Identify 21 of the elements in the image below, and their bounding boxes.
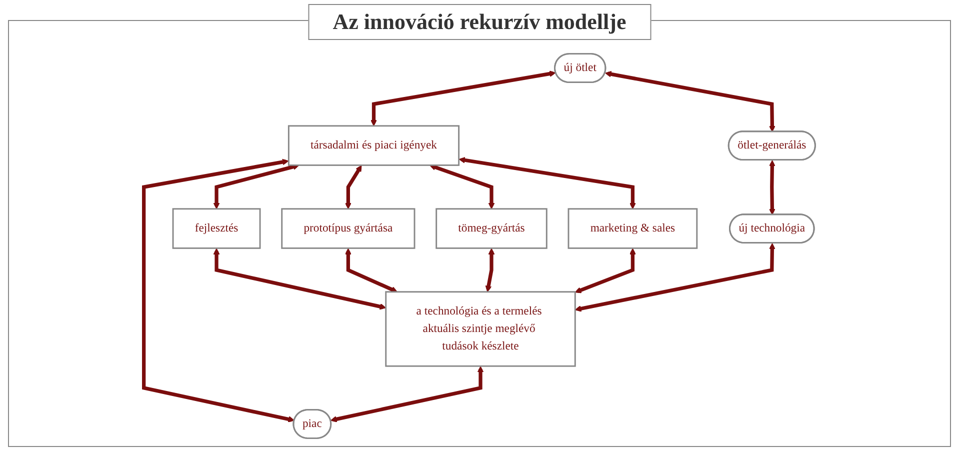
arrow xyxy=(213,248,386,310)
arrow xyxy=(430,164,495,210)
node-box: társadalmi és piaci igények xyxy=(288,125,460,166)
arrow xyxy=(213,164,300,210)
node-box: a technológia és a termelés aktuális szintje meglévő tudások készlete xyxy=(385,291,576,367)
arrow xyxy=(574,243,776,312)
arrow xyxy=(370,70,556,126)
node-box: prototípus gyártása xyxy=(281,208,416,249)
diagram-title: Az innováció rekurzív modellje xyxy=(308,4,652,40)
arrow xyxy=(344,248,398,292)
arrow xyxy=(458,156,636,210)
arrow xyxy=(142,158,295,422)
arrow xyxy=(574,248,636,294)
node-box: marketing & sales xyxy=(568,208,698,249)
arrow xyxy=(605,70,776,132)
arrow xyxy=(344,165,362,210)
node-box: fejlesztés xyxy=(172,208,261,249)
arrow xyxy=(485,248,495,292)
arrow xyxy=(330,366,484,422)
arrow xyxy=(768,160,776,215)
node-box: tömeg-gyártás xyxy=(436,208,548,249)
